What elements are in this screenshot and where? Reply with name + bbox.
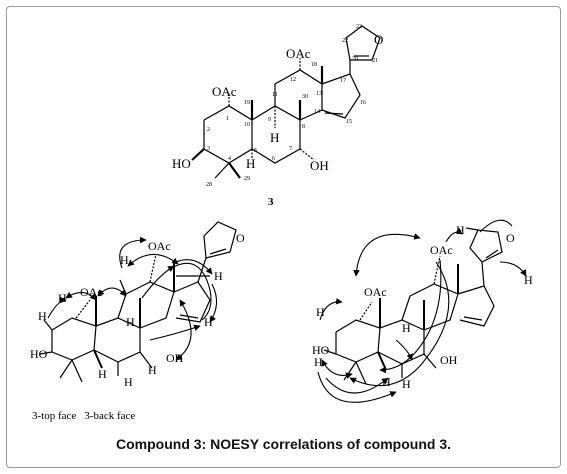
legend-top-face: 3-top face (32, 410, 77, 422)
num-5: 5 (254, 148, 257, 154)
back-oh: OH (440, 353, 458, 367)
back-oac-1: OAc (364, 285, 387, 299)
h-9-label: H (270, 130, 279, 145)
num-29: 29 (244, 176, 250, 182)
top-h-7: H (148, 363, 157, 377)
num-3: 3 (207, 146, 210, 152)
top-face-labels: OAc OAc O HO OH H H H H H H H H H (30, 231, 245, 389)
top-h-6: H (124, 375, 133, 389)
num-14: 14 (314, 109, 320, 115)
back-face-noesy-arrows (317, 219, 527, 403)
num-11: 11 (272, 92, 278, 98)
top-furan-o: O (236, 231, 245, 245)
num-1: 1 (226, 116, 229, 122)
num-9: 9 (268, 117, 271, 123)
top-h-5: H (98, 367, 107, 381)
back-face-3d-structure (323, 227, 503, 385)
top-oh: OH (166, 351, 184, 365)
top-h-11: H (120, 253, 129, 267)
num-30: 30 (302, 94, 308, 100)
top-h-15: H (204, 315, 213, 329)
num-6: 6 (272, 156, 275, 162)
top-ho: HO (30, 347, 48, 361)
h-5-label: H (246, 156, 255, 171)
num-17: 17 (340, 78, 346, 84)
figure-caption: Compound 3: NOESY correlations of compou… (116, 436, 451, 452)
num-18: 18 (311, 62, 317, 68)
top-face-3d-structure (39, 221, 237, 383)
num-16: 16 (360, 100, 366, 106)
oac-1-label: OAc (212, 84, 237, 99)
top-h-9: H (126, 315, 135, 329)
compound-3-atom-labels: OAc OAc O HO OH H H 1 2 3 4 5 6 7 8 9 10… (172, 24, 383, 188)
back-h-6: H (402, 377, 411, 391)
ho-3-label: HO (172, 156, 191, 171)
legend-back-face: 3-back face (84, 410, 136, 422)
compound-3-structure (191, 25, 381, 179)
num-28: 28 (206, 182, 212, 188)
back-furan-o: O (506, 231, 515, 245)
back-h-17: H (456, 223, 465, 237)
num-13: 13 (316, 91, 322, 97)
num-23: 23 (356, 24, 362, 30)
num-20: 20 (352, 56, 358, 62)
back-oac-12: OAc (430, 243, 453, 257)
num-10: 10 (244, 122, 250, 128)
compound-number: 3 (268, 196, 274, 208)
num-4: 4 (228, 156, 231, 162)
oh-7-label: OH (310, 158, 329, 173)
num-19: 19 (244, 100, 250, 106)
num-12: 12 (290, 77, 296, 83)
back-ho: HO (312, 343, 330, 357)
back-face-labels: OAc OAc O HO OH H H H H H H H (312, 223, 533, 391)
num-8: 8 (302, 124, 305, 130)
face-legend: 3-top face 3-back face (32, 410, 143, 422)
top-oac-12: OAc (148, 239, 171, 253)
top-h-17: H (214, 269, 223, 283)
top-face-noesy-arrows (47, 236, 218, 361)
figure-frame (6, 6, 561, 468)
top-h-2: H (38, 309, 47, 323)
num-7: 7 (289, 146, 292, 152)
back-h-3: H (314, 355, 323, 369)
back-h-2: H (316, 305, 325, 319)
back-h-9: H (402, 321, 411, 335)
num-22: 22 (342, 38, 348, 44)
top-oac-1: OAc (80, 285, 103, 299)
oac-12-label: OAc (286, 46, 311, 61)
num-2: 2 (207, 127, 210, 133)
num-15: 15 (346, 119, 352, 125)
furan-o-label: O (374, 32, 383, 47)
back-h-21: H (524, 273, 533, 287)
num-21: 21 (372, 58, 378, 64)
